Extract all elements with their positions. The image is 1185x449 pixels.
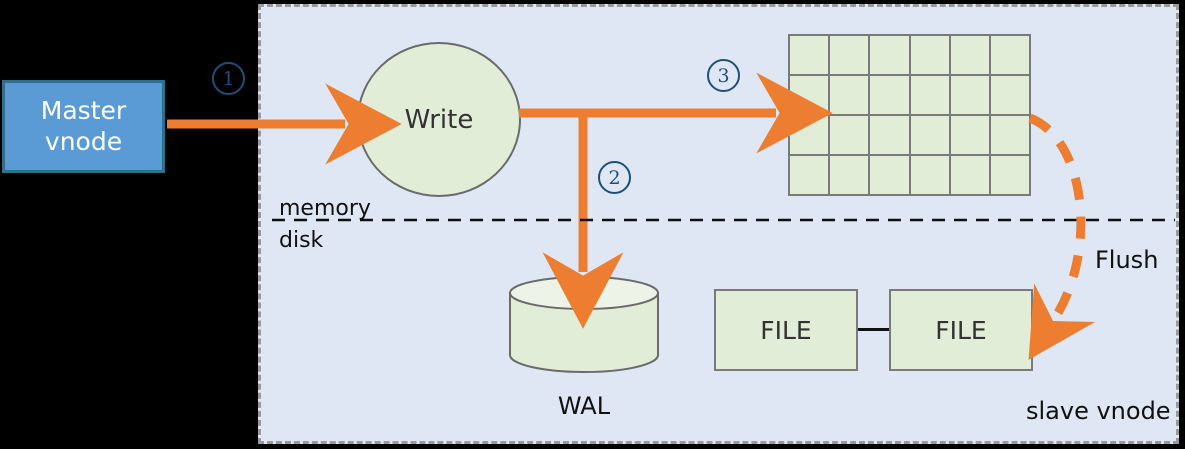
file-box-2-label: FILE xyxy=(935,315,987,345)
step-number-1-label: 1 xyxy=(222,67,235,90)
grid-cell xyxy=(950,116,989,154)
step-number-1: 1 xyxy=(212,62,245,95)
write-node: Write xyxy=(357,42,521,197)
grid-cell xyxy=(950,156,989,194)
step-number-2-label: 2 xyxy=(608,166,621,189)
flush-label: Flush xyxy=(1095,246,1159,274)
grid-cell xyxy=(830,76,869,114)
slave-vnode-caption: slave vnode xyxy=(1026,397,1171,425)
grid-cell xyxy=(830,36,869,74)
grid-cell xyxy=(990,156,1029,194)
file-box-1: FILE xyxy=(714,289,858,371)
grid-cell xyxy=(990,76,1029,114)
grid-cell xyxy=(870,156,909,194)
write-node-label: Write xyxy=(404,104,474,135)
wal-label: WAL xyxy=(557,392,611,420)
grid-cell xyxy=(910,116,949,154)
step-number-2: 2 xyxy=(598,161,631,194)
grid-cell xyxy=(790,76,829,114)
step-number-3: 3 xyxy=(707,59,740,92)
file-box-2: FILE xyxy=(889,289,1033,371)
grid-cell xyxy=(870,76,909,114)
file-box-1-label: FILE xyxy=(760,315,812,345)
disk-tier-label: disk xyxy=(279,228,324,253)
grid-cell xyxy=(790,156,829,194)
grid-cell xyxy=(830,156,869,194)
grid-cell xyxy=(870,36,909,74)
master-vnode-label-line2: vnode xyxy=(44,126,123,156)
wal-database-icon xyxy=(508,275,660,373)
grid-cell xyxy=(830,116,869,154)
grid-cell xyxy=(870,116,909,154)
grid-cell xyxy=(990,116,1029,154)
memory-tier-label: memory xyxy=(279,196,371,221)
grid-cell xyxy=(990,36,1029,74)
grid-cell xyxy=(910,76,949,114)
grid-cell xyxy=(910,36,949,74)
master-vnode-label-line1: Master xyxy=(40,96,127,125)
master-vnode-box: Master vnode xyxy=(2,80,165,173)
memory-table-grid xyxy=(788,34,1031,196)
grid-cell xyxy=(950,76,989,114)
grid-cell xyxy=(790,36,829,74)
file-connector-line xyxy=(858,328,889,331)
grid-cell xyxy=(790,116,829,154)
grid-cell xyxy=(910,156,949,194)
step-number-3-label: 3 xyxy=(717,64,730,87)
grid-cell xyxy=(950,36,989,74)
